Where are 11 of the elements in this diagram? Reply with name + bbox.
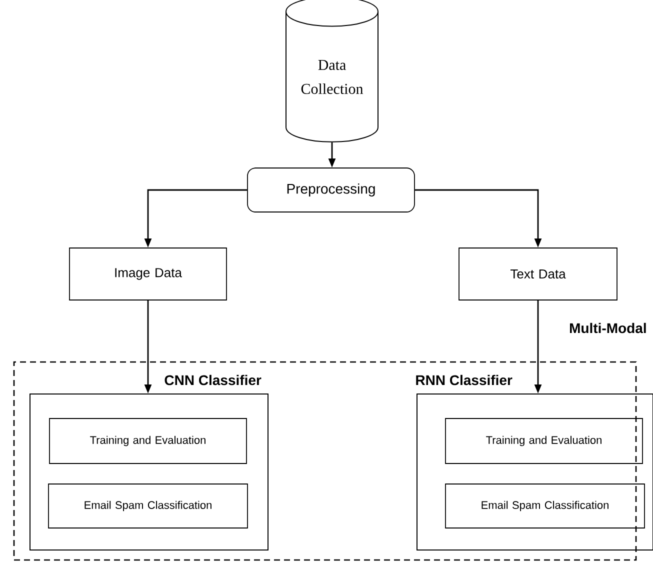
step-box: Email Spam Classification: [48, 484, 248, 528]
box-heading: Multi-Modal: [570, 322, 646, 334]
process-box: Preprocessing: [247, 168, 415, 212]
step-box: Email Spam Classification: [445, 484, 645, 528]
database-cylinder: Data Collection: [286, 0, 378, 142]
data-box: Image Data: [69, 248, 227, 300]
box-heading: CNN Classifier: [164, 374, 262, 386]
step-box: Training and Evaluation: [445, 418, 643, 464]
step-box: Training and Evaluation: [49, 418, 247, 464]
box-heading: RNN Classifier: [416, 374, 512, 386]
data-box: Text Data: [458, 248, 618, 300]
